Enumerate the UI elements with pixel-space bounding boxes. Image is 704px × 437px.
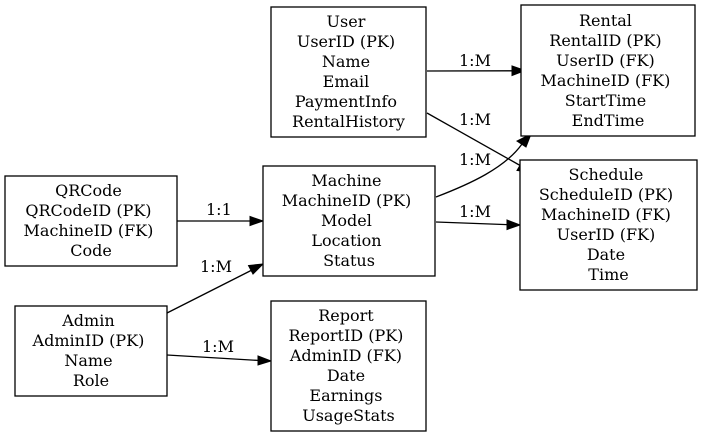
entity-schedule-line: ScheduleID (PK) bbox=[539, 185, 673, 204]
arrowhead-qrcode-machine bbox=[249, 215, 265, 227]
arrowhead-machine-schedule bbox=[506, 219, 522, 231]
edge-label-admin-machine: 1:M bbox=[200, 257, 232, 276]
entity-qrcode-line: Code bbox=[70, 241, 112, 260]
entity-user-line: PaymentInfo bbox=[295, 92, 397, 111]
entity-user-box bbox=[270, 6, 427, 138]
entity-schedule-line: MachineID (FK) bbox=[541, 205, 671, 224]
svg-text:QRCode QRCodeID (PK): QRCode QRCodeID (PK) MachineID (FK) Code bbox=[24, 181, 159, 260]
entity-machine-box bbox=[262, 165, 436, 277]
entity-rental-line: EndTime bbox=[572, 111, 645, 130]
svg-text:Admin AdminID (PK): Admin AdminID (PK) Name Role bbox=[32, 311, 150, 390]
entity-rental-line: UserID (FK) bbox=[556, 51, 655, 70]
entity-schedule-line: Schedule bbox=[569, 165, 644, 184]
entity-schedule-line: UserID (FK) bbox=[557, 225, 656, 244]
entity-report: Report ReportID (PK) AdminID (FK) Date E… bbox=[270, 300, 427, 432]
entity-report-line: AdminID (FK) bbox=[289, 346, 402, 365]
entity-rental-box bbox=[520, 4, 696, 137]
entity-qrcode: QRCode QRCodeID (PK) MachineID (FK) Code bbox=[4, 175, 178, 267]
arrowhead-admin-machine bbox=[247, 263, 265, 275]
entity-admin-line: AdminID (PK) bbox=[32, 331, 145, 350]
edge-machine-rental bbox=[435, 143, 523, 198]
edge-label-user-rental: 1:M bbox=[459, 51, 491, 70]
edge-admin-report bbox=[166, 354, 259, 362]
entity-user-line: User bbox=[327, 12, 366, 31]
edge-label-machine-rental: 1:M bbox=[459, 150, 491, 169]
edge-label-user-schedule: 1:M bbox=[459, 110, 491, 129]
entity-report-line: UsageStats bbox=[302, 406, 395, 425]
entity-admin: Admin AdminID (PK) Name Role bbox=[14, 305, 168, 397]
entity-report-line: Earnings bbox=[309, 386, 382, 405]
entity-admin-box bbox=[14, 305, 168, 397]
arrowhead-user-rental bbox=[511, 65, 527, 77]
entity-machine-line: Status bbox=[323, 251, 375, 270]
edge-label-admin-report: 1:M bbox=[202, 337, 234, 356]
entity-user-line: Name bbox=[322, 52, 370, 71]
entity-rental: Rental RentalID (PK) UserID (FK) Machine… bbox=[520, 4, 696, 137]
edge-label-machine-schedule: 1:M bbox=[459, 202, 491, 221]
entity-machine-line: MachineID (PK) bbox=[282, 191, 412, 210]
entity-report-line: Date bbox=[327, 366, 365, 385]
edge-machine-schedule bbox=[435, 221, 508, 226]
entity-qrcode-box bbox=[4, 175, 178, 267]
entity-rental-line: MachineID (FK) bbox=[541, 71, 671, 90]
entity-admin-line: Name bbox=[64, 351, 112, 370]
entity-schedule: Schedule ScheduleID (PK) MachineID (FK) … bbox=[519, 159, 698, 291]
entity-machine-line: Machine bbox=[311, 171, 381, 190]
entity-user: User UserID (PK) Name Email PaymentInfo … bbox=[270, 6, 427, 138]
edge-user-schedule bbox=[426, 112, 522, 167]
entity-report-line: Report bbox=[318, 306, 374, 325]
entity-report-line: ReportID (PK) bbox=[289, 326, 404, 345]
svg-text:Rental RentalID (PK): Rental RentalID (PK) UserID (FK) Machine… bbox=[541, 11, 676, 130]
entity-qrcode-line: QRCodeID (PK) bbox=[25, 201, 151, 220]
entity-user-line: UserID (PK) bbox=[297, 32, 395, 51]
entity-schedule-box bbox=[519, 159, 698, 291]
entity-schedule-line: Date bbox=[587, 245, 625, 264]
edge-label-qrcode-machine: 1:1 bbox=[206, 200, 232, 219]
entity-machine: Machine MachineID (PK) Model Location St… bbox=[262, 165, 436, 277]
svg-text:Machine MachineID (PK): Machine MachineID (PK) Model Location St… bbox=[282, 171, 417, 270]
edge-admin-machine bbox=[166, 269, 253, 314]
entity-qrcode-line: QRCode bbox=[55, 181, 122, 200]
svg-text:Schedule ScheduleID (PK): Schedule ScheduleID (PK) MachineID (FK) … bbox=[539, 165, 678, 284]
entity-rental-line: StartTime bbox=[565, 91, 646, 110]
entity-machine-line: Model bbox=[321, 211, 372, 230]
arrowhead-admin-report bbox=[257, 355, 273, 366]
svg-text:User UserID (PK) N: User UserID (PK) Name Email PaymentInfo … bbox=[292, 12, 405, 131]
entity-schedule-line: Time bbox=[588, 265, 628, 284]
entity-rental-line: Rental bbox=[579, 11, 632, 30]
arrowhead-machine-rental bbox=[516, 132, 532, 148]
svg-text:Report ReportID (PK): Report ReportID (PK) AdminID (FK) Date E… bbox=[289, 306, 409, 425]
entity-report-box bbox=[270, 300, 427, 432]
entity-admin-line: Admin bbox=[61, 311, 114, 330]
entity-qrcode-line: MachineID (FK) bbox=[24, 221, 154, 240]
entity-admin-line: Role bbox=[73, 371, 109, 390]
entity-user-line: Email bbox=[323, 72, 370, 91]
entity-machine-line: Location bbox=[311, 231, 381, 250]
entity-user-line: RentalHistory bbox=[292, 112, 405, 131]
entity-rental-line: RentalID (PK) bbox=[549, 31, 661, 50]
